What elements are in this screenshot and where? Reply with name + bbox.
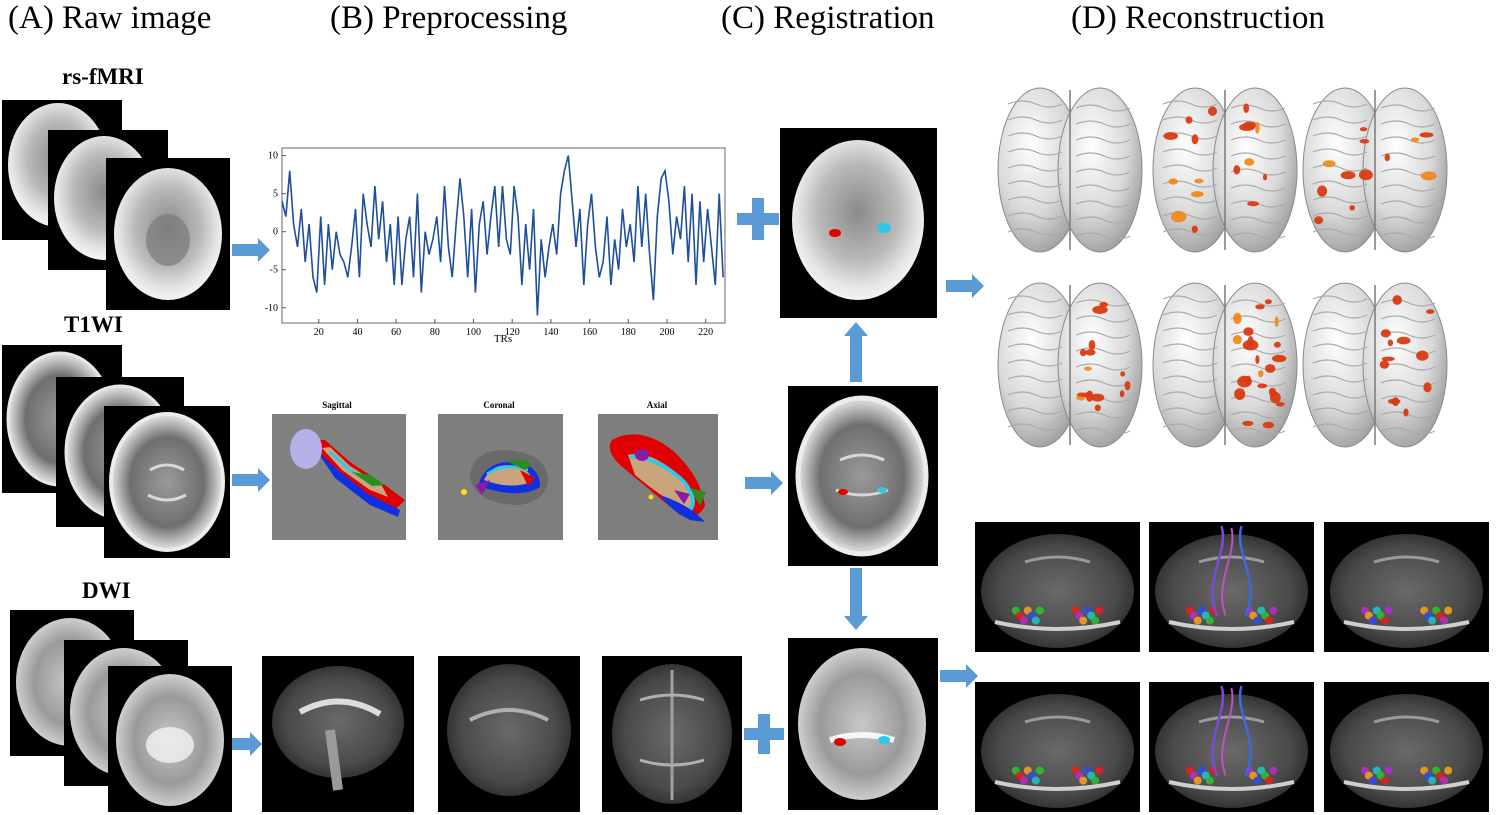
timeseries-chart: 20 40 60 80 100 120 140 160 180 200 220 -10 -5 0 5 10 T… xyxy=(265,147,726,345)
arrow-t1-to-segmentation xyxy=(232,468,270,492)
x-tick-label: 100 xyxy=(466,327,481,338)
label-rsfmri: rs-fMRI xyxy=(62,64,144,89)
heading-reconstruction: (D) Reconstruction xyxy=(1071,0,1325,36)
seg-title-sagittal: Sagittal xyxy=(322,400,352,410)
arrow-t1reg-up xyxy=(844,322,868,382)
surface-brain xyxy=(1302,282,1448,448)
seg-title-coronal: Coronal xyxy=(483,400,515,410)
arrow-t1reg-down xyxy=(844,568,868,630)
y-tick-label: -10 xyxy=(265,303,278,314)
surface-brain xyxy=(1302,87,1448,253)
tract-panel xyxy=(975,522,1140,652)
tract-panel xyxy=(1149,682,1314,812)
tract-panel xyxy=(975,682,1140,812)
plus-icon-fmri xyxy=(737,198,779,240)
cortical-surfaces xyxy=(997,87,1448,448)
x-tick-label: 160 xyxy=(582,327,597,338)
signal-series-line xyxy=(281,155,724,316)
heading-preprocessing: (B) Preprocessing xyxy=(330,0,568,36)
y-tick-label: 5 xyxy=(273,189,278,200)
arrow-segmentation-to-t1reg xyxy=(745,471,783,495)
x-tick-label: 20 xyxy=(314,327,324,338)
plus-signs xyxy=(737,198,784,754)
x-tick-label: 40 xyxy=(352,327,362,338)
seg-axial xyxy=(598,414,718,540)
x-tick-label: 80 xyxy=(430,327,440,338)
x-tick-label: 60 xyxy=(391,327,401,338)
arrow-dti-to-tracts xyxy=(940,664,978,688)
surface-brain xyxy=(997,282,1143,448)
plus-icon-dwi xyxy=(744,714,784,754)
seg-title-axial: Axial xyxy=(647,400,668,410)
x-tick-label: 120 xyxy=(505,327,520,338)
y-tick-label: 0 xyxy=(273,227,278,238)
label-dwi: DWI xyxy=(82,578,131,603)
reg-dwi xyxy=(788,638,938,810)
tractography-panels xyxy=(975,522,1489,812)
arrow-rsfmri-to-signal xyxy=(232,238,270,262)
y-tick-label: -5 xyxy=(270,265,278,276)
tract-panel xyxy=(1149,522,1314,652)
reg-fmri xyxy=(780,128,937,318)
heading-raw-image: (A) Raw image xyxy=(8,0,212,36)
segmentation-panels: Sagittal Coronal Axial xyxy=(272,400,718,540)
rsfmri-stack xyxy=(2,100,230,310)
surface-brain xyxy=(1152,282,1298,448)
reg-t1 xyxy=(788,386,938,566)
label-t1wi: T1WI xyxy=(64,312,123,337)
t1wi-stack xyxy=(2,345,230,558)
arrow-dwi-to-fa xyxy=(224,732,262,756)
y-tick-label: 10 xyxy=(268,151,278,162)
tract-panel xyxy=(1324,522,1489,652)
heading-registration: (C) Registration xyxy=(721,0,935,36)
dwi-stack xyxy=(10,610,232,812)
seg-sagittal xyxy=(272,414,406,540)
surface-brain xyxy=(997,87,1143,253)
x-tick-label: 140 xyxy=(543,327,558,338)
x-tick-label: 200 xyxy=(659,327,674,338)
chart-frame xyxy=(281,147,726,324)
x-tick-label: 220 xyxy=(698,327,713,338)
surface-brain xyxy=(1152,87,1298,253)
arrows xyxy=(224,238,984,756)
x-tick-label: 180 xyxy=(621,327,636,338)
seg-coronal xyxy=(438,414,563,540)
tract-panel xyxy=(1324,682,1489,812)
dti-panels xyxy=(262,656,742,812)
arrow-fmri-to-surfaces xyxy=(946,274,984,298)
x-axis-label: TRs xyxy=(494,333,512,345)
